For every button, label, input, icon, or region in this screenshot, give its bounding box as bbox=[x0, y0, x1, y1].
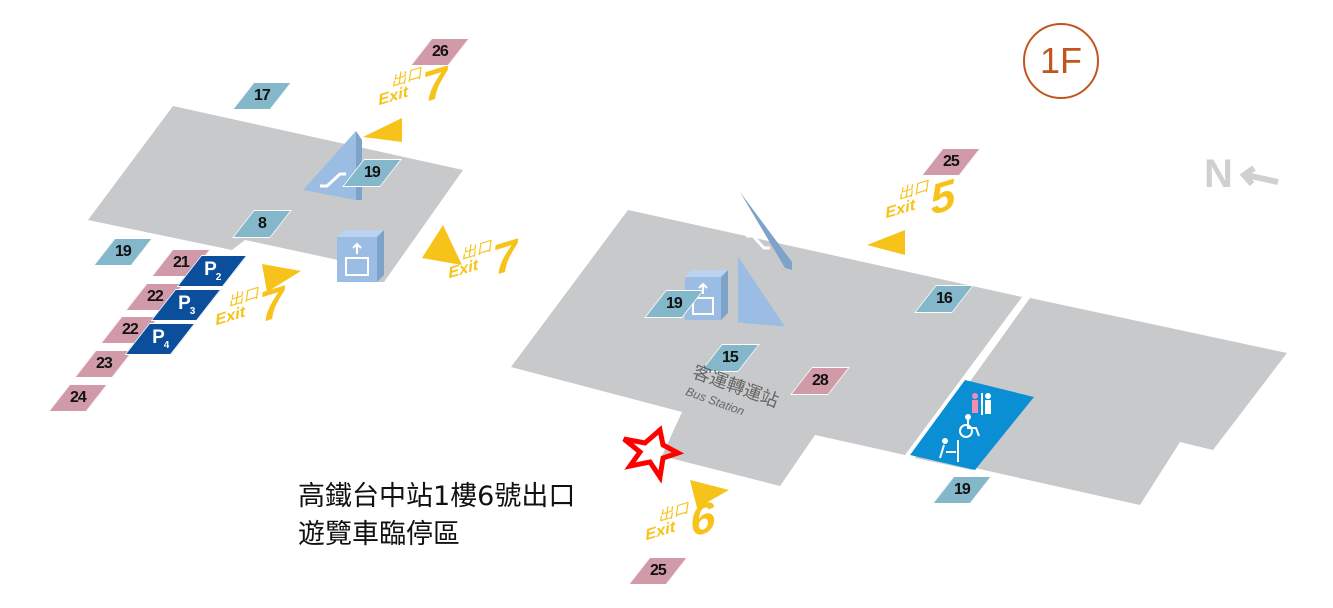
parking-number: 3 bbox=[189, 305, 195, 317]
platform-number: 17 bbox=[254, 87, 270, 104]
east-hall-floor bbox=[915, 298, 1287, 505]
elevator-icon bbox=[337, 230, 384, 282]
bus-station-floor bbox=[511, 210, 1022, 486]
caption-line-1: 高鐵台中站1樓6號出口 bbox=[298, 481, 576, 512]
platform-number: 19 bbox=[115, 243, 131, 260]
exit-number: 5 bbox=[927, 170, 958, 225]
exit-arrow-up-icon bbox=[363, 118, 402, 142]
platform-number: 8 bbox=[258, 215, 266, 232]
platform-number: 19 bbox=[954, 481, 970, 498]
platform-number: 19 bbox=[666, 295, 682, 312]
north-label: N bbox=[1204, 152, 1233, 196]
exit-number: 7 bbox=[490, 230, 521, 285]
north-arrow-icon bbox=[1239, 165, 1279, 186]
platform-number: 24 bbox=[70, 389, 86, 406]
escalator-icon bbox=[738, 192, 792, 327]
restroom-area bbox=[910, 380, 1034, 470]
parking-letter: P bbox=[203, 259, 216, 281]
parking-number: 4 bbox=[163, 339, 169, 351]
platform-number: 15 bbox=[722, 349, 738, 366]
platform-number: 25 bbox=[943, 153, 959, 170]
platform-number: 16 bbox=[936, 290, 952, 307]
wheelchair-icon bbox=[959, 414, 980, 438]
exit-arrow-down-icon bbox=[262, 264, 301, 292]
platform-number: 23 bbox=[96, 355, 112, 372]
platform-number: 19 bbox=[364, 164, 380, 181]
parking-letter: P bbox=[177, 293, 190, 315]
exit-arrow-up-icon bbox=[867, 230, 905, 255]
baby-changing-icon bbox=[939, 438, 959, 462]
floor-badge: 1F bbox=[1023, 23, 1099, 99]
star-marker-icon bbox=[622, 425, 685, 484]
exit-arrow-down-icon bbox=[690, 480, 729, 508]
platform-number: 28 bbox=[812, 372, 828, 389]
exit-number: 7 bbox=[257, 277, 288, 332]
platform-number: 21 bbox=[173, 254, 189, 271]
platform-number: 26 bbox=[432, 43, 448, 60]
platform-number: 22 bbox=[122, 321, 138, 338]
west-hall-floor bbox=[88, 106, 463, 282]
platform-number: 25 bbox=[650, 562, 666, 579]
exit-number: 7 bbox=[420, 57, 451, 112]
restroom-icon bbox=[972, 393, 991, 415]
parking-number: 2 bbox=[215, 271, 221, 283]
exit-number: 6 bbox=[687, 492, 718, 547]
location-caption: 高鐵台中站1樓6號出口遊覽車臨停區 bbox=[298, 478, 575, 554]
exit-arrow-left-icon bbox=[422, 225, 462, 265]
parking-letter: P bbox=[151, 327, 164, 349]
platform-number: 22 bbox=[147, 288, 163, 305]
caption-line-2: 遊覽車臨停區 bbox=[298, 519, 460, 550]
